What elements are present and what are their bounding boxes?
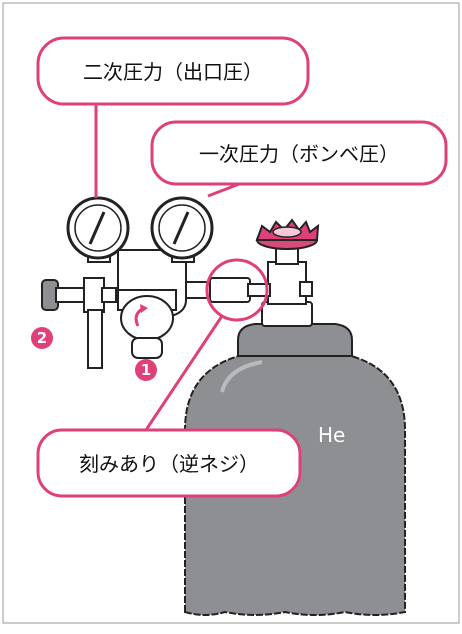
outlet-pipe xyxy=(87,309,103,369)
callout-reverse-thread: 刻みあり（逆ネジ） xyxy=(36,428,302,498)
gas-label: He xyxy=(318,423,345,447)
callout-primary-pressure: 一次圧力（ボンベ圧） xyxy=(150,120,448,186)
pressure-regulator xyxy=(41,196,271,369)
callout-box xyxy=(36,428,302,498)
marker-one: 1 xyxy=(135,359,157,381)
highlight-circle xyxy=(205,258,269,322)
cylinder-highlight xyxy=(220,360,263,393)
valve-base xyxy=(261,301,313,327)
callout-text: 刻みあり（逆ネジ） xyxy=(79,452,259,476)
marker-circle xyxy=(31,327,53,349)
cylinder-valve xyxy=(255,218,320,327)
cylinder-neck xyxy=(237,323,353,357)
callout-text: 二次圧力（出口圧） xyxy=(83,60,263,84)
marker-two: 2 xyxy=(31,327,53,349)
adjust-knob xyxy=(120,295,174,341)
handwheel-hub xyxy=(272,226,302,238)
marker-label: 1 xyxy=(141,361,151,379)
rotation-arrowhead-icon xyxy=(140,304,148,313)
leader-reverse-thread xyxy=(144,315,224,431)
valve-side-port xyxy=(299,281,313,297)
callout-secondary-pressure: 二次圧力（出口圧） xyxy=(36,36,310,106)
marker-circle xyxy=(135,359,157,381)
secondary-gauge-needle xyxy=(88,211,106,245)
outlet-connector xyxy=(101,287,117,303)
adjust-knob-base xyxy=(131,337,163,359)
frame-border xyxy=(2,2,460,624)
outlet-shaft xyxy=(55,287,87,303)
callout-text: 一次圧力（ボンベ圧） xyxy=(199,142,399,166)
inlet-nut xyxy=(209,277,251,303)
callout-box xyxy=(150,120,448,186)
callout-box xyxy=(36,36,310,106)
inlet-stub xyxy=(247,283,271,297)
marker-label: 2 xyxy=(37,329,47,347)
primary-gauge-needle xyxy=(172,211,190,245)
